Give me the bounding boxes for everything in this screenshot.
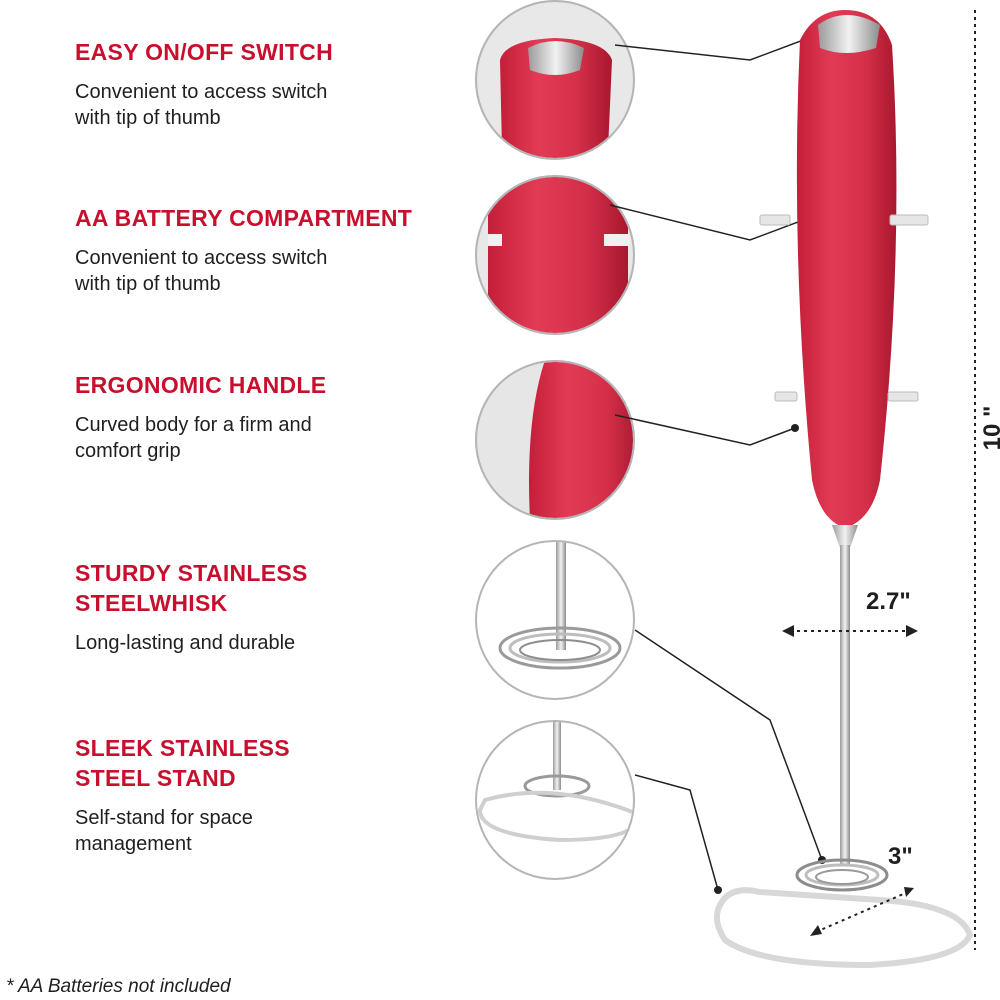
feature-handle: ERGONOMIC HANDLE Curved body for a firm …: [75, 370, 475, 464]
base-dimension-label: 3": [888, 843, 913, 870]
feature-desc: Curved body for a firm and comfort grip: [75, 414, 312, 462]
feature-desc: Convenient to access switch with tip of …: [75, 247, 328, 295]
feature-title: EASY ON/OFF SWITCH: [75, 39, 333, 65]
power-switch-icon: [475, 0, 635, 160]
feature-title: SLEEK STAINLESS STEEL STAND: [75, 735, 290, 791]
feature-desc: Long-lasting and durable: [75, 632, 296, 654]
feature-switch: EASY ON/OFF SWITCH Convenient to access …: [75, 37, 475, 131]
width-dimension-label: 2.7": [866, 588, 911, 615]
feature-stand: SLEEK STAINLESS STEEL STAND Self-stand f…: [75, 733, 475, 857]
handle-grip-icon: [475, 360, 635, 520]
whisk-icon: [475, 540, 635, 700]
feature-title: ERGONOMIC HANDLE: [75, 372, 327, 398]
feature-desc: Convenient to access switch with tip of …: [75, 81, 328, 129]
feature-title: STURDY STAINLESS STEELWHISK: [75, 560, 308, 616]
feature-battery: AA BATTERY COMPARTMENT Convenient to acc…: [75, 203, 475, 297]
footnote: * AA Batteries not included: [6, 976, 231, 997]
feature-desc: Self-stand for space management: [75, 807, 253, 855]
stand-icon: [475, 720, 635, 880]
stand-base: [713, 887, 974, 969]
battery-compartment-icon: [475, 175, 635, 335]
height-dimension-label: 10 ": [979, 406, 1000, 451]
feature-whisk: STURDY STAINLESS STEELWHISK Long-lasting…: [75, 558, 475, 656]
whisk-shaft: [795, 545, 889, 892]
frother-body: [759, 10, 929, 548]
feature-title: AA BATTERY COMPARTMENT: [75, 205, 413, 231]
